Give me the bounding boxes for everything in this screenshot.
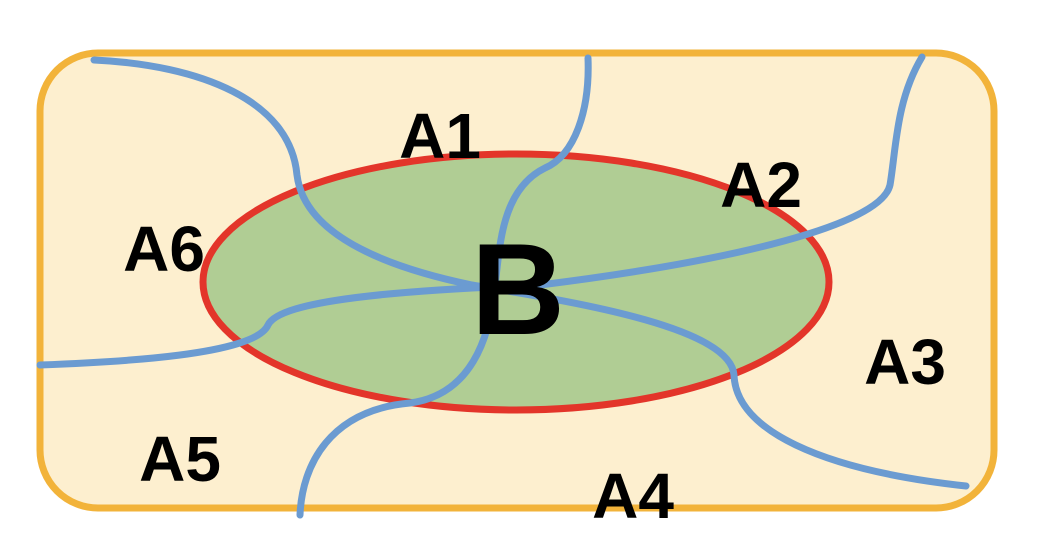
label-b: B: [471, 216, 565, 362]
label-a1: A1: [399, 100, 481, 172]
boundary-line-a2-a3: [36, 53, 926, 369]
label-a5: A5: [139, 423, 221, 495]
label-a3: A3: [864, 326, 946, 398]
boundary-lines: [36, 53, 970, 519]
central-ellipse-b: [199, 150, 833, 414]
boundary-line-a1-a2: [296, 54, 592, 519]
label-a6: A6: [123, 213, 205, 285]
label-a4: A4: [592, 460, 674, 532]
label-a2: A2: [720, 149, 802, 221]
